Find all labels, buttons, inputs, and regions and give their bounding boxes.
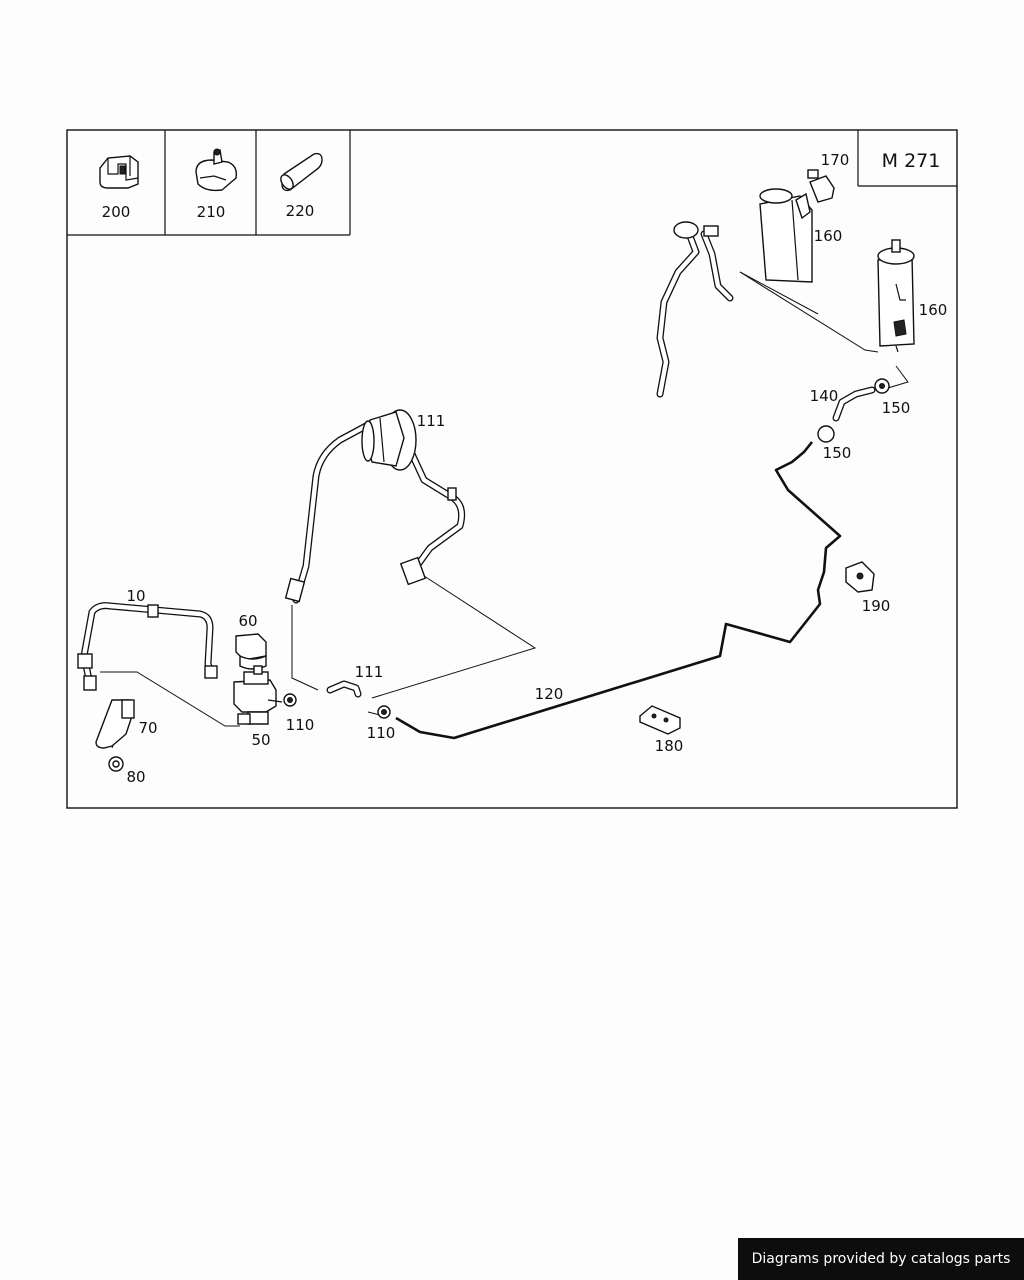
diagram-frame bbox=[66, 129, 958, 809]
footer-credit: Diagrams provided by catalogs parts bbox=[738, 1238, 1024, 1280]
callout-170: 170 bbox=[821, 151, 850, 169]
part-150-clamp bbox=[817, 378, 890, 443]
legend-label-220: 220 bbox=[286, 202, 315, 220]
part-70-bracket bbox=[95, 699, 135, 749]
callout-80: 80 bbox=[126, 768, 145, 786]
callout-110-a: 110 bbox=[286, 716, 315, 734]
part-180-bracket bbox=[639, 705, 681, 735]
callout-120: 120 bbox=[535, 685, 564, 703]
legend-panel: 200 210 220 bbox=[67, 130, 351, 236]
callout-160-a: 160 bbox=[814, 227, 843, 245]
part-190-holder bbox=[845, 561, 875, 593]
part-111-elbow bbox=[326, 680, 362, 698]
engine-code-box: M 271 bbox=[857, 130, 957, 187]
hose-sleeve-icon bbox=[280, 152, 323, 192]
engine-code: M 271 bbox=[882, 150, 941, 172]
callout-10: 10 bbox=[126, 587, 145, 605]
callout-160-b: 160 bbox=[919, 301, 948, 319]
part-80-nut bbox=[108, 756, 124, 772]
callout-111-a: 111 bbox=[417, 412, 446, 430]
footer-text: Diagrams provided by catalogs parts bbox=[751, 1251, 1011, 1267]
callout-50: 50 bbox=[251, 731, 270, 749]
legend-label-210: 210 bbox=[197, 203, 226, 221]
wiring-harness bbox=[656, 221, 734, 398]
part-50-valve bbox=[233, 665, 297, 725]
push-clip-icon bbox=[195, 148, 238, 192]
part-160-canister bbox=[759, 188, 915, 353]
part-120-line bbox=[395, 441, 842, 740]
callout-labels: 10 60 50 110 110 111 111 70 80 120 140 1… bbox=[126, 151, 947, 786]
callout-110-b: 110 bbox=[367, 724, 396, 742]
callout-150-b: 150 bbox=[823, 444, 852, 462]
part-10-vent-line bbox=[77, 602, 218, 691]
callout-150-a: 150 bbox=[882, 399, 911, 417]
part-110-clamp bbox=[377, 705, 391, 719]
callout-60: 60 bbox=[238, 612, 257, 630]
callout-111-b: 111 bbox=[355, 663, 384, 681]
part-170-valve bbox=[807, 169, 835, 203]
callout-140: 140 bbox=[810, 387, 839, 405]
legend-label-200: 200 bbox=[102, 203, 131, 221]
part-111-damper bbox=[284, 409, 466, 604]
callout-180: 180 bbox=[655, 737, 684, 755]
leader-lines bbox=[100, 271, 909, 749]
part-140-hose bbox=[832, 386, 876, 422]
clip-icon bbox=[99, 155, 139, 189]
part-60-bracket bbox=[235, 633, 267, 670]
callout-190: 190 bbox=[862, 597, 891, 615]
callout-70: 70 bbox=[138, 719, 157, 737]
